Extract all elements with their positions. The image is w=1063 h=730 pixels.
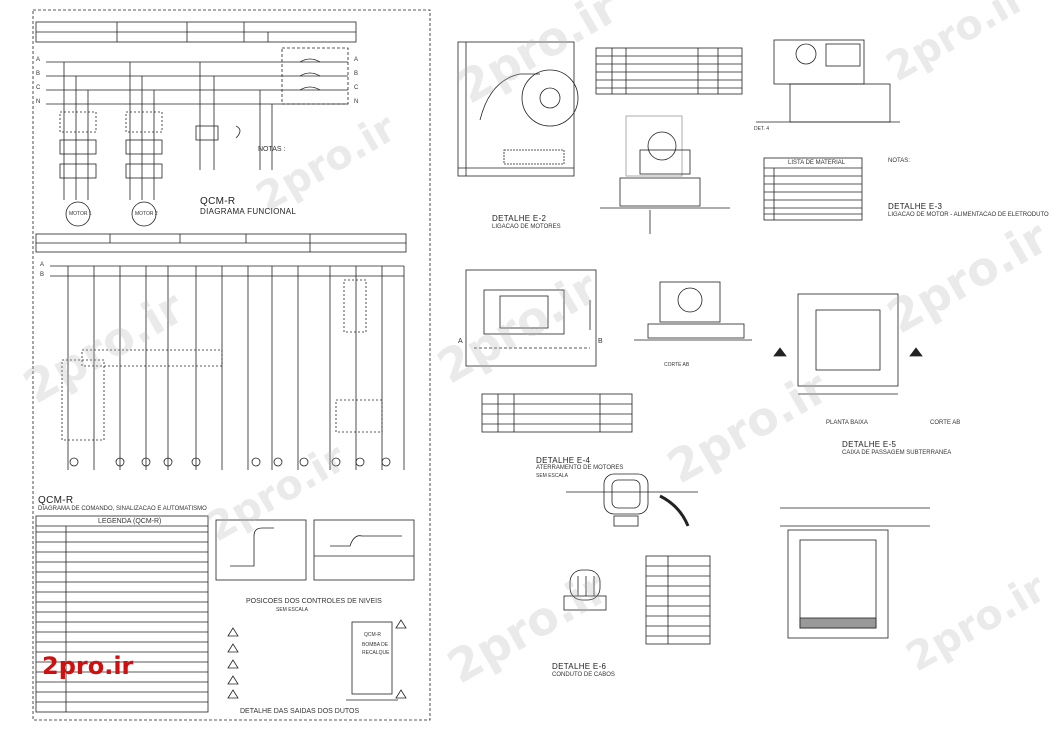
pump-box-line-1: QCM-R	[364, 632, 381, 638]
brand-logo: 2pro.ir	[42, 652, 134, 680]
feed-label-b: B	[36, 71, 41, 77]
motor-1-label: MOTOR 1	[69, 211, 92, 217]
feeder-label-n: N	[354, 99, 359, 105]
detail-e4-scale: SEM ESCALA	[536, 473, 568, 479]
detail-e5-section	[780, 507, 930, 639]
feed-label-a: A	[36, 57, 41, 63]
detail-e5-plan	[773, 293, 923, 395]
feeder-label-b: B	[354, 71, 359, 77]
corte-label-e2: CORTE AB	[664, 362, 690, 368]
detail-e3-title: DETALHE E-3	[888, 202, 943, 211]
motor-2-label: MOTOR 2	[135, 211, 158, 217]
command-circuits	[61, 266, 383, 470]
det4-label: DET. 4	[754, 126, 770, 132]
level-controls-drawing	[215, 519, 415, 581]
motor-branch-1	[59, 62, 97, 227]
levels-title: POSICOES DOS CONTROLES DE NIVEIS	[246, 598, 382, 605]
motor-1-symbol	[65, 201, 91, 227]
detail-e6-drawing	[563, 569, 607, 611]
detail-e6-title: DETALHE E-6	[552, 662, 607, 671]
command-rails	[50, 265, 405, 470]
detail-e2-drawing	[457, 41, 579, 177]
section-a: A	[458, 338, 463, 345]
command-lamps	[69, 457, 391, 467]
cable-table	[645, 555, 711, 645]
feed-label-c: C	[36, 85, 41, 91]
detail-e2-plan	[465, 269, 597, 367]
qcm-title: QCM-R	[200, 196, 236, 207]
legend-title: LEGENDA (QCM-R)	[98, 518, 162, 525]
detail-e2-side	[634, 281, 752, 341]
detail-e4-subtitle: ATERRAMENTO DE MOTORES	[536, 465, 624, 471]
feed-label-n: N	[36, 99, 41, 105]
section-b: B	[598, 338, 603, 345]
detail-e4-drawing	[566, 473, 698, 527]
command-table-header	[35, 233, 407, 253]
material-list-table	[763, 157, 863, 221]
pump-box-line-2: BOMBA DE	[362, 642, 389, 648]
levels-subtitle: SEM ESCALA	[276, 607, 308, 613]
feeder-arrows	[299, 58, 321, 91]
detail-e5-title: DETALHE E-5	[842, 440, 897, 449]
detail-e4-title: DETALHE E-4	[536, 456, 591, 465]
motor-branch-2	[125, 62, 163, 227]
detail-e5-subtitle: CAIXA DE PASSAGEM SUBTERRANEA	[842, 450, 952, 456]
cmd-label-a: A	[40, 262, 45, 268]
notes-label: NOTAS :	[258, 146, 286, 153]
command-subtitle: DIAGRAMA DE COMANDO, SINALIZACAO E AUTOM…	[38, 506, 207, 512]
parts-table-top	[595, 47, 743, 95]
material-title: LISTA DE MATERIAL	[788, 160, 846, 166]
corte-ab-label: CORTE AB	[930, 420, 961, 426]
detail-e6-subtitle: CONDUTO DE CABOS	[552, 672, 615, 678]
feeder-label-a: A	[354, 57, 359, 63]
planta-baixa-label: PLANTA BAIXA	[826, 420, 868, 426]
detail-e2-title: DETALHE E-2	[492, 214, 547, 223]
motor-2-symbol	[131, 201, 157, 227]
power-supply-table	[35, 21, 357, 43]
legend-table	[35, 515, 209, 713]
cmd-label-b: B	[40, 272, 45, 278]
pump-box	[351, 621, 393, 695]
command-title: QCM-R	[38, 495, 74, 506]
qcm-subtitle: DIAGRAMA FUNCIONAL	[200, 207, 297, 216]
notes-right: NOTAS:	[888, 158, 910, 164]
duct-warning-symbols	[227, 619, 407, 699]
auxiliary-branches	[195, 62, 273, 170]
ducts-title: DETALHE DAS SAIDAS DOS DUTOS	[240, 708, 360, 715]
detail-e3-subtitle: LIGACAO DE MOTOR - ALIMENTACAO DE ELETRO…	[888, 212, 1049, 218]
detail-e2-table	[481, 393, 633, 433]
main-bus-lines	[46, 61, 348, 105]
detail-4-drawing	[756, 39, 900, 123]
feeder-label-c: C	[354, 85, 359, 91]
motor-base-drawing	[600, 115, 730, 234]
detail-e2-subtitle: LIGACAO DE MOTORES	[492, 224, 561, 230]
feeder-box	[281, 47, 349, 105]
left-sheet-border	[32, 9, 431, 721]
pump-box-line-3: RECALQUE	[362, 650, 390, 656]
